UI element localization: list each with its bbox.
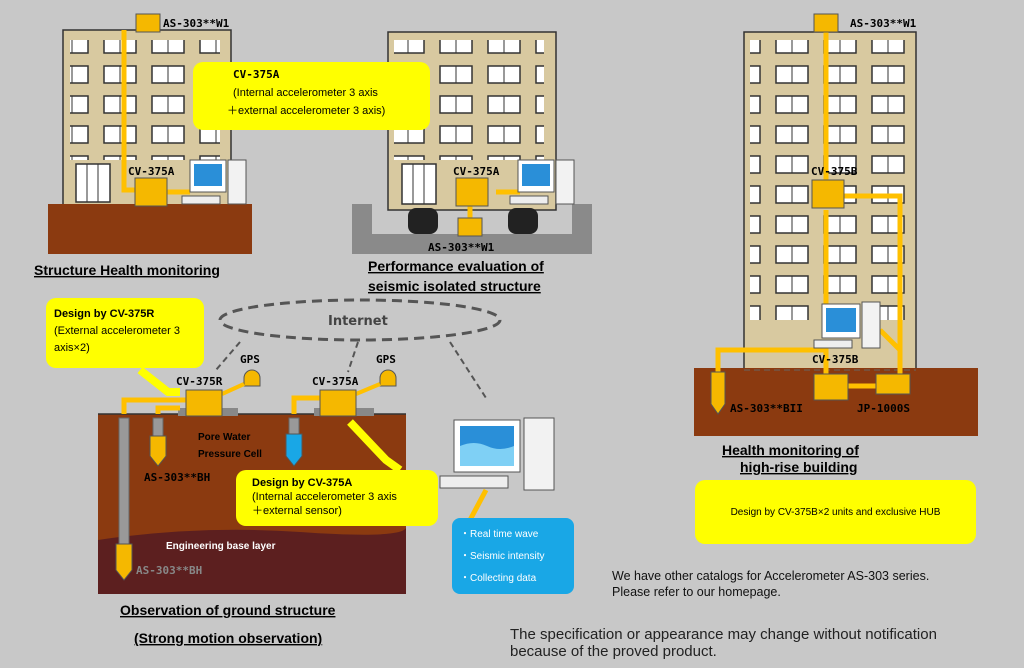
title-ground-1: Observation of ground structure	[120, 602, 336, 618]
label-cv375a-2: CV-375A	[453, 165, 500, 178]
callout-cv375r-title: Design by CV-375R	[54, 308, 155, 320]
gps-antenna-2	[379, 369, 397, 387]
isolator-left	[408, 208, 438, 234]
computer-icon	[813, 301, 881, 349]
callout-cv375a-design: Design by CV-375A (Internal acceleromete…	[236, 470, 438, 526]
label-gps-1: GPS	[240, 353, 260, 366]
callout-cv375a-design-line2: ＋external sensor)	[252, 505, 342, 517]
callout-cv375a-title: CV-375A	[233, 68, 280, 81]
callout-cv375r-line1: (External accelerometer 3	[54, 325, 180, 337]
label-engineering-base: Engineering base layer	[166, 541, 276, 552]
sensor-as303w1-b	[457, 217, 483, 237]
catalog-note-line1: We have other catalogs for Accelerometer…	[612, 569, 930, 583]
computer-icon	[509, 159, 575, 205]
catalog-note-line2: Please refer to our homepage.	[612, 585, 781, 599]
callout-cv375b-design-text: Design by CV-375B×2 units and exclusive …	[730, 506, 941, 518]
catalog-note: We have other catalogs for Accelerometer…	[612, 568, 929, 600]
label-cv375r: CV-375R	[176, 375, 223, 388]
callout-cv375r: Design by CV-375R (External acceleromete…	[46, 298, 204, 368]
gps-antenna-1	[243, 369, 261, 387]
sensor-cv375a-3	[319, 389, 357, 417]
label-as303w1-c: AS-303**W1	[850, 17, 917, 30]
spec-note: The specification or appearance may chan…	[510, 626, 937, 660]
sensor-as303w1-a	[135, 13, 161, 33]
feature-seismic-intensity: ・Seismic intensity	[460, 551, 545, 562]
label-as303w1-b: AS-303**W1	[428, 241, 495, 254]
data-features-box: ・Real time wave ・Seismic intensity ・Coll…	[452, 518, 574, 594]
borehole-sensor-bii	[710, 371, 726, 415]
title-ground-2: (Strong motion observation)	[134, 630, 322, 646]
callout-cv375a-design-title: Design by CV-375A	[252, 477, 353, 489]
sensor-cv375b-top	[811, 179, 845, 209]
title-performance-2: seismic isolated structure	[368, 278, 541, 294]
title-performance-1: Performance evaluation of	[368, 258, 544, 274]
callout-cv375a: CV-375A (Internal accelerometer 3 axis ＋…	[193, 62, 430, 130]
sensor-as303w1-c	[813, 13, 839, 33]
label-as303bh-1: AS-303**BH	[144, 471, 210, 484]
label-as303bii: AS-303**BII	[730, 402, 803, 415]
spec-note-line1: The specification or appearance may chan…	[510, 626, 937, 643]
callout-cv375a-line2: ＋external accelerometer 3 axis)	[227, 105, 386, 117]
feature-collecting-data: ・Collecting data	[460, 573, 537, 584]
cable	[121, 30, 138, 193]
title-highrise-1: Health monitoring of	[722, 442, 859, 458]
borehole-sensor-deep	[115, 543, 133, 581]
label-pressure-cell: Pressure Cell	[198, 449, 262, 460]
feature-realtime-wave: ・Real time wave	[460, 529, 539, 540]
callout-cv375b-design: Design by CV-375B×2 units and exclusive …	[695, 480, 976, 544]
internet-cloud	[218, 298, 502, 342]
borehole-sensor-shallow	[149, 435, 167, 467]
label-pore-water: Pore Water	[198, 432, 251, 443]
isolator-right	[508, 208, 538, 234]
hub-jp1000s	[875, 373, 911, 395]
label-cv375b-top: CV-375B	[811, 165, 858, 178]
ground-block	[48, 204, 252, 254]
computer-icon	[439, 417, 555, 491]
label-cv375a-1: CV-375A	[128, 165, 175, 178]
spec-note-line2: because of the proved product.	[510, 643, 717, 660]
callout-cv375a-line1: (Internal accelerometer 3 axis	[233, 87, 378, 99]
title-highrise-2: high-rise building	[740, 459, 857, 475]
label-internet: Internet	[328, 314, 388, 329]
sensor-cv375a-2	[455, 177, 489, 207]
label-as303bh-2: AS-303**BH	[136, 564, 202, 577]
label-gps-2: GPS	[376, 353, 396, 366]
label-cv375b-bottom: CV-375B	[812, 353, 859, 366]
label-as303w1-a: AS-303**W1	[163, 17, 230, 30]
sensor-cv375b-bottom	[813, 373, 849, 401]
label-jp1000s: JP-1000S	[857, 402, 910, 415]
computer-icon	[181, 159, 247, 205]
callout-cv375a-design-line1: (Internal accelerometer 3 axis	[252, 491, 397, 503]
callout-cv375r-line2: axis×2)	[54, 342, 90, 354]
title-structure-health: Structure Health monitoring	[34, 262, 220, 278]
sensor-cv375a-1	[134, 177, 168, 207]
label-cv375a-3: CV-375A	[312, 375, 359, 388]
sensor-cv375r	[185, 389, 223, 417]
pore-water-cell	[285, 433, 303, 467]
